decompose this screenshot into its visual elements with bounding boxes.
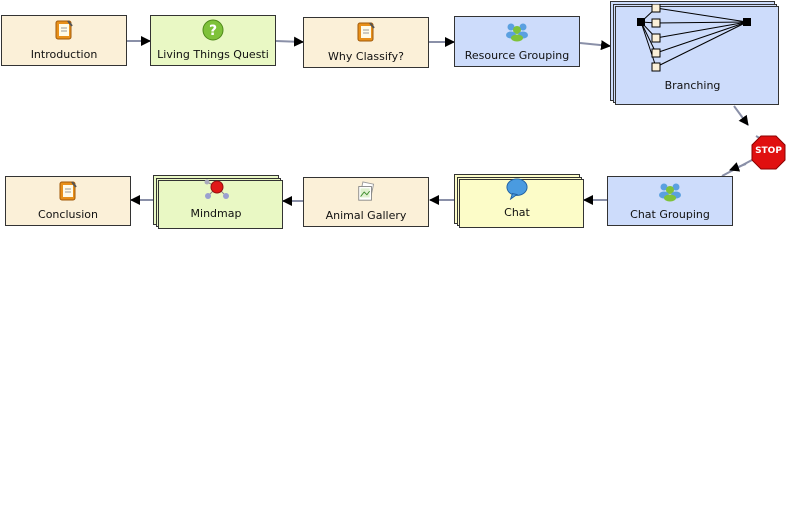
image-gallery-icon [358, 181, 375, 201]
node-label: Chat [504, 206, 530, 219]
stop-gate[interactable]: STOP [751, 135, 786, 170]
node-label: Resource Grouping [464, 49, 570, 62]
stop-sign-icon [751, 135, 786, 170]
node-label: Branching [664, 79, 721, 92]
node-label: Introduction [30, 48, 98, 61]
node-why-classify[interactable]: Why Classify? [303, 17, 429, 68]
node-branching[interactable]: Branching [610, 1, 779, 105]
link-branching-stop [733, 105, 749, 126]
link-resource-branching [579, 40, 611, 51]
node-conclusion[interactable]: Conclusion [5, 176, 131, 226]
mindmap-icon [204, 179, 229, 199]
node-label: Animal Gallery [325, 209, 407, 222]
node-label: Conclusion [38, 208, 98, 221]
speech-bubble-icon [506, 178, 528, 200]
question-icon: ? [202, 19, 224, 41]
node-mindmap[interactable]: Mindmap [153, 175, 283, 229]
node-animal-gallery[interactable]: Animal Gallery [303, 177, 429, 227]
group-icon [659, 183, 681, 202]
node-label: Mindmap [190, 207, 242, 220]
svg-text:?: ? [209, 23, 217, 39]
node-label: Why Classify? [328, 50, 404, 63]
branching-diagram-icon [637, 4, 751, 72]
node-label: Living Things Questi [157, 48, 269, 61]
notebook-icon [55, 20, 73, 40]
node-resource-grouping[interactable]: Resource Grouping [454, 16, 580, 67]
node-introduction[interactable]: Introduction [1, 15, 127, 66]
group-icon [506, 23, 528, 42]
notebook-icon [357, 22, 375, 42]
node-chat[interactable]: Chat [454, 174, 584, 228]
node-label: Chat Grouping [630, 208, 710, 221]
stop-label: STOP [755, 146, 782, 156]
node-living-things[interactable]: ? Living Things Questi [150, 15, 276, 66]
notebook-icon [59, 181, 77, 201]
node-chat-grouping[interactable]: Chat Grouping [607, 176, 733, 226]
link-living-why [275, 36, 304, 47]
